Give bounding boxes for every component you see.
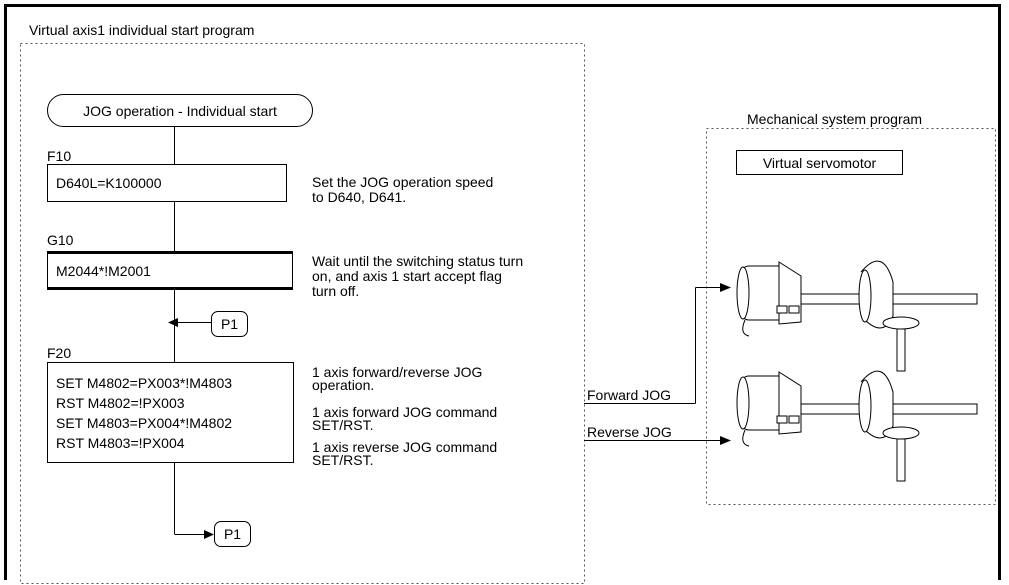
step-box-f20: SET M4802=PX003*!M4803 RST M4802=!PX003 …: [47, 362, 294, 463]
comment-g10-line3: turn off.: [312, 283, 360, 299]
servomotor-1-icon: [736, 260, 978, 372]
reverse-jog-label: Reverse JOG: [587, 424, 672, 440]
comment-f10-line1: Set the JOG operation speed: [312, 174, 494, 190]
comment-f20-line5: 1 axis reverse JOG command: [312, 439, 498, 455]
step-code-f20-line3: SET M4803=PX004*!M4802: [56, 414, 233, 431]
start-terminal: JOG operation - Individual start: [47, 94, 313, 127]
program-title: Virtual axis1 individual start program: [29, 22, 255, 38]
reverse-jog-arrowhead: [720, 436, 731, 445]
comment-f20-line2: operation.: [312, 377, 375, 393]
mechanical-program-title: Mechanical system program: [747, 111, 923, 127]
step-code-f20-line4: RST M4803=!PX004: [56, 434, 185, 451]
step-code-f10: D640L=K100000: [56, 175, 162, 191]
comment-f20-line3: 1 axis forward JOG command: [312, 404, 498, 420]
comment-g10-line1: Wait until the switching status turn: [312, 253, 524, 269]
comment-f20-line1: 1 axis forward/reverse JOG: [312, 364, 483, 380]
program-panel-outline: [20, 43, 585, 584]
step-label-g10: G10: [47, 232, 74, 248]
outer-frame: [4, 4, 1001, 580]
comment-f20-line6: SET/RST.: [312, 452, 374, 468]
comment-g10-line2: on, and axis 1 start accept flag: [312, 268, 502, 284]
step-box-g10: M2044*!M2001: [47, 251, 293, 290]
comment-f20-line4: SET/RST.: [312, 417, 374, 433]
p1-top-arrowhead: [168, 318, 178, 327]
mechanical-panel-outline: [706, 128, 996, 505]
comment-f10-line2: to D640, D641.: [312, 189, 407, 205]
virtual-servomotor-label: Virtual servomotor: [736, 150, 903, 175]
p1-label-bottom: P1: [214, 521, 251, 547]
step-box-f10: D640L=K100000: [47, 164, 287, 202]
step-label-f10: F10: [47, 148, 72, 164]
step-label-f20: F20: [47, 345, 72, 361]
step-code-f20-line1: SET M4802=PX003*!M4803: [56, 374, 233, 391]
p1-bottom-arrowhead: [204, 530, 214, 539]
forward-jog-label: Forward JOG: [587, 387, 672, 403]
step-code-f20-line2: RST M4802=!PX003: [56, 394, 185, 411]
step-code-g10: M2044*!M2001: [56, 262, 151, 279]
forward-jog-arrowhead: [720, 283, 731, 292]
servomotor-2-icon: [736, 370, 978, 482]
p1-label-top: P1: [211, 311, 248, 337]
